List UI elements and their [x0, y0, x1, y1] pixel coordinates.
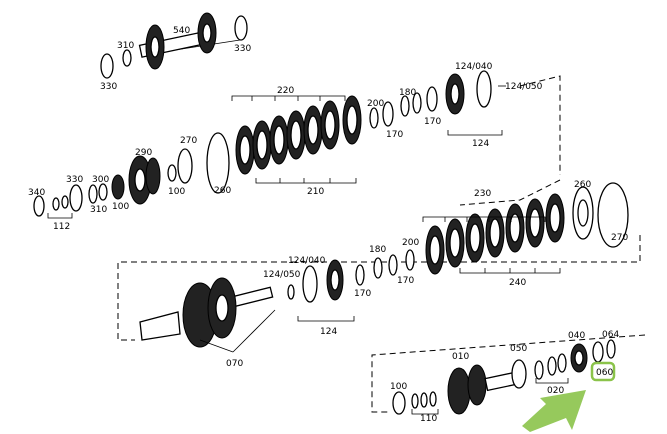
main-shaft-070[interactable]	[139, 277, 276, 353]
label-050: 050	[510, 344, 527, 354]
label-260-lower: 260	[574, 180, 591, 190]
label-260-upper: 260	[214, 186, 231, 196]
label-330-top-left: 330	[100, 82, 117, 92]
label-230: 230	[474, 189, 491, 199]
assembly-guide-lines	[117, 39, 646, 413]
label-200-lower: 200	[402, 238, 419, 248]
label-100-bottom: 100	[390, 382, 407, 392]
pointer-arrow	[522, 390, 586, 432]
label-330-top-right: 330	[234, 44, 251, 54]
label-170-lower-a: 170	[354, 289, 371, 299]
label-124-040-lower: 124/040	[288, 256, 326, 266]
label-100-a: 100	[168, 187, 185, 197]
output-shaft-010[interactable]	[392, 339, 616, 415]
label-270-upper: 270	[180, 136, 197, 146]
label-124-lower: 124	[320, 327, 337, 337]
label-124-050-upper: 124/050	[505, 82, 543, 92]
label-060: 060	[596, 368, 613, 378]
label-300: 300	[92, 175, 109, 185]
label-170-lower-b: 170	[397, 276, 414, 286]
label-180-upper: 180	[399, 88, 416, 98]
label-340: 340	[28, 188, 45, 198]
shaft-540[interactable]	[100, 12, 248, 79]
label-540: 540	[173, 26, 190, 36]
label-310-left: 310	[90, 205, 107, 215]
label-020: 020	[547, 386, 564, 396]
label-170-upper-b: 170	[424, 117, 441, 127]
bracket-112	[47, 213, 73, 219]
brackets-bottom	[411, 378, 569, 415]
label-010: 010	[452, 352, 469, 362]
label-290: 290	[135, 148, 152, 158]
highlighted-part-060[interactable]: 060	[590, 361, 616, 382]
label-110: 110	[420, 414, 437, 424]
brackets-lower	[297, 216, 561, 322]
label-220: 220	[277, 86, 294, 96]
gear-group-290[interactable]	[33, 148, 193, 217]
label-330-left: 330	[66, 175, 83, 185]
brackets-upper	[231, 85, 506, 184]
label-124-040-upper: 124/040	[455, 62, 493, 72]
clutch-pack-lower[interactable]	[287, 182, 629, 303]
label-180-lower: 180	[369, 245, 386, 255]
label-200-upper: 200	[367, 99, 384, 109]
label-064: 064	[602, 330, 619, 340]
label-170-upper-a: 170	[386, 130, 403, 140]
label-100-b: 100	[112, 202, 129, 212]
highlight-box	[590, 361, 616, 382]
label-270-lower: 270	[611, 233, 628, 243]
label-124-upper: 124	[472, 139, 489, 149]
label-112: 112	[53, 222, 70, 232]
label-240: 240	[509, 278, 526, 288]
label-210: 210	[307, 187, 324, 197]
label-310-top: 310	[117, 41, 134, 51]
clutch-pack-upper[interactable]	[206, 70, 492, 194]
label-070: 070	[226, 359, 243, 369]
label-040: 040	[568, 331, 585, 341]
label-124-050-lower: 124/050	[263, 270, 301, 280]
